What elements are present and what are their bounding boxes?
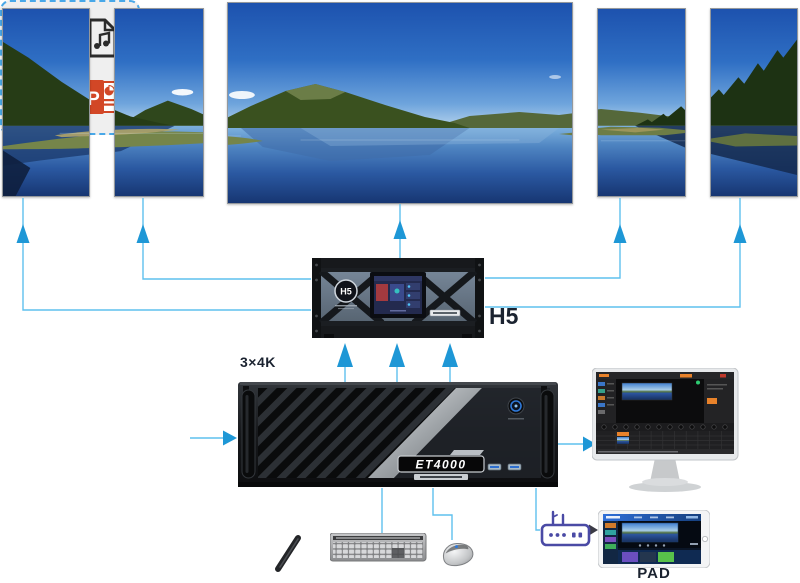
- svg-text:ET4000: ET4000: [415, 458, 466, 472]
- monitor-graphic: [591, 367, 739, 492]
- display-panel-4: [597, 8, 686, 197]
- wifi-router-device: [538, 508, 596, 555]
- svg-text:H5: H5: [340, 287, 352, 297]
- rack-handles: [241, 386, 555, 482]
- keyboard-graphic: [329, 532, 427, 562]
- pad-tablet-device: [597, 509, 711, 573]
- stylus-pen: [272, 532, 306, 579]
- et4000-server-device: ET4000: [238, 378, 558, 497]
- router-icon: [540, 510, 591, 547]
- panorama-slice-1: [3, 9, 89, 196]
- preview-thumbnail: [621, 382, 673, 401]
- display-panel-2: [114, 8, 204, 197]
- h5-label: H5: [489, 303, 519, 329]
- display-panel-3: [227, 2, 573, 204]
- panorama-slice-2: [115, 9, 203, 196]
- keyboard-device: [329, 532, 428, 568]
- h5-touchscreen: [370, 272, 426, 318]
- h5-front-panel: H5: [312, 258, 484, 338]
- display-panel-5: [710, 8, 798, 197]
- model-badge: ET4000: [397, 450, 485, 480]
- panorama-slice-3: [228, 3, 572, 203]
- usb-ports: [487, 463, 522, 471]
- monitor-device: [591, 367, 742, 499]
- panorama-slice-4: [598, 9, 685, 196]
- et4000-front-panel: ET4000: [238, 382, 558, 487]
- vent-grille: [258, 388, 456, 478]
- display-panel-1: [2, 8, 90, 197]
- pad-graphic: [597, 509, 711, 569]
- h5-logo-badge: H5: [334, 279, 358, 310]
- mouse-graphic: [442, 543, 474, 567]
- svg-text:P: P: [87, 89, 100, 110]
- stylus-graphic: [275, 535, 301, 572]
- pad-preview-thumbnail: [621, 522, 679, 543]
- pad-label: PAD: [637, 565, 671, 582]
- h5-processor-device: H5: [312, 258, 484, 343]
- panorama-slice-5: [711, 9, 797, 196]
- power-button: [507, 397, 525, 420]
- resolution-label: 3×4K: [240, 354, 276, 370]
- mouse-device: [438, 538, 478, 573]
